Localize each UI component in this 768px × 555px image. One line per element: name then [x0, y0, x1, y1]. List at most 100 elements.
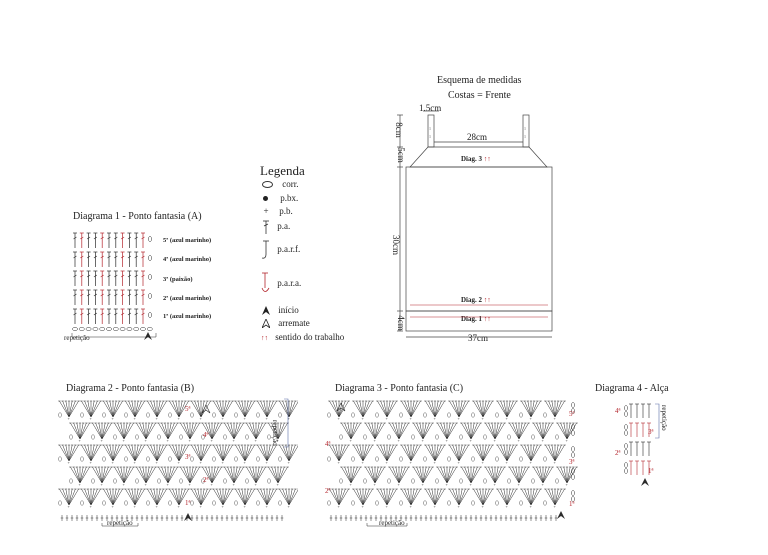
svg-text:+: + — [178, 416, 181, 421]
work-direction-arrows-3: ↑↑ — [483, 155, 491, 163]
svg-text:+: + — [200, 460, 203, 465]
legend-label-parf: p.a.r.f. — [277, 244, 301, 255]
svg-text:+: + — [123, 438, 126, 443]
svg-text:+: + — [222, 504, 225, 509]
work-direction-arrows-2: ↑↑ — [483, 296, 491, 304]
svg-text:+: + — [434, 416, 437, 421]
legend-item-corr: corr. — [262, 179, 299, 189]
svg-text:+: + — [554, 504, 557, 509]
svg-text:+: + — [518, 438, 521, 443]
svg-text:+: + — [446, 438, 449, 443]
diagram-4-row-4: 4ª — [615, 407, 621, 415]
svg-text:+: + — [470, 482, 473, 487]
svg-text:+: + — [112, 504, 115, 509]
diag2-section-label: Diag. 2 ↑↑ — [461, 296, 491, 304]
legend-item-parf: p.a.r.f. — [261, 240, 300, 260]
svg-text:+: + — [374, 482, 377, 487]
svg-text:+: + — [79, 438, 82, 443]
legend-label-pb: p.b. — [279, 206, 293, 216]
svg-text:+: + — [530, 460, 533, 465]
svg-text:+: + — [211, 482, 214, 487]
svg-text:+: + — [145, 482, 148, 487]
svg-text:+: + — [156, 460, 159, 465]
svg-text:+: + — [530, 504, 533, 509]
svg-text:+: + — [112, 416, 115, 421]
svg-text:+: + — [222, 460, 225, 465]
svg-text:+: + — [554, 416, 557, 421]
svg-text:+: + — [506, 416, 509, 421]
svg-text:+: + — [482, 416, 485, 421]
svg-text:+: + — [398, 482, 401, 487]
double-crochet-icon — [263, 220, 269, 234]
svg-text:+: + — [101, 438, 104, 443]
diagram-3-row-1: 1ª — [569, 500, 575, 508]
diagram-3-row-3: 3ª — [569, 458, 575, 466]
legend-item-pbx: p.bx. — [263, 193, 298, 203]
svg-text:+: + — [386, 460, 389, 465]
schema-title: Esquema de medidas — [437, 75, 522, 86]
svg-text:+: + — [350, 482, 353, 487]
diagram-3-chart: ++++++++++++++++++++++++++++++++++++++++… — [327, 400, 578, 527]
diagram-1-row-2: 2ª (azul marinho) — [163, 295, 212, 302]
svg-text:+: + — [362, 504, 365, 509]
diagram-1-row-1: 1ª (azul marinho) — [163, 313, 212, 320]
diagram-4-chart — [624, 403, 660, 486]
diag3-label-text: Diag. 3 — [461, 155, 482, 163]
svg-text:+: + — [244, 416, 247, 421]
svg-text:+: + — [422, 438, 425, 443]
svg-text:+: + — [470, 438, 473, 443]
diagram-2-repeat-label: repetição — [107, 519, 133, 527]
chain-icon — [262, 181, 273, 189]
legend-item-para: p.a.r.a. — [261, 272, 301, 296]
svg-text:+: + — [178, 504, 181, 509]
legend-label-inicio: início — [278, 305, 299, 315]
legend-item-pb: + p.b. — [263, 206, 293, 216]
svg-text:+: + — [434, 504, 437, 509]
diagram-2-row-2: 2ª — [203, 476, 209, 484]
work-direction-icon: ↑↑ — [261, 334, 268, 342]
legend-label-sentido: sentido do trabalho — [275, 332, 345, 342]
svg-text:+: + — [68, 416, 71, 421]
svg-text:+: + — [566, 482, 569, 487]
svg-text:+: + — [288, 460, 291, 465]
single-crochet-icon: + — [263, 206, 269, 216]
svg-text:+: + — [410, 460, 413, 465]
svg-text:+: + — [506, 460, 509, 465]
svg-text:+: + — [211, 438, 214, 443]
diagram-4-side-repeat-label: repetição — [660, 405, 668, 431]
svg-text:+: + — [68, 460, 71, 465]
diagram-3-row-5: 5ª — [569, 410, 575, 418]
svg-text:+: + — [410, 504, 413, 509]
legend-label-pa: p.a. — [277, 221, 291, 232]
svg-text:+: + — [244, 504, 247, 509]
svg-text:+: + — [90, 504, 93, 509]
diagram-1-repeat-label: repetição — [64, 334, 90, 342]
svg-text:+: + — [90, 416, 93, 421]
svg-text:+: + — [222, 416, 225, 421]
diagram-2-side-repeat-label: repetição — [271, 420, 279, 446]
svg-text:+: + — [266, 460, 269, 465]
svg-text:+: + — [167, 482, 170, 487]
diagram-2-row-5: 5ª — [185, 405, 191, 413]
svg-text:+: + — [167, 438, 170, 443]
legend-item-inicio: início — [262, 305, 299, 316]
svg-text:+: + — [145, 438, 148, 443]
svg-text:+: + — [542, 482, 545, 487]
diagram-1-row-3: 3ª (paixão) — [163, 276, 193, 283]
legend-label-arremate: arremate — [278, 318, 310, 328]
diagram-2-chart: ++++++++++++++++++++++++++++++++++++++++… — [58, 398, 298, 527]
legend-item-sentido: ↑↑ sentido do trabalho — [261, 332, 344, 342]
svg-text:+: + — [338, 416, 341, 421]
svg-text:+: + — [233, 438, 236, 443]
svg-text:+: + — [178, 460, 181, 465]
diagram-4-row-2: 2ª — [615, 449, 621, 457]
diagram-4-title: Diagrama 4 - Alça — [595, 383, 669, 394]
legend-item-arremate: arremate — [261, 318, 310, 330]
svg-text:1: 1 — [429, 134, 431, 139]
svg-text:+: + — [233, 482, 236, 487]
diagram-4-row-1: 1ª — [648, 467, 654, 475]
svg-text:+: + — [134, 460, 137, 465]
svg-text:+: + — [338, 460, 341, 465]
svg-text:+: + — [386, 416, 389, 421]
diagram-1-title: Diagrama 1 - Ponto fantasia (A) — [73, 211, 202, 222]
